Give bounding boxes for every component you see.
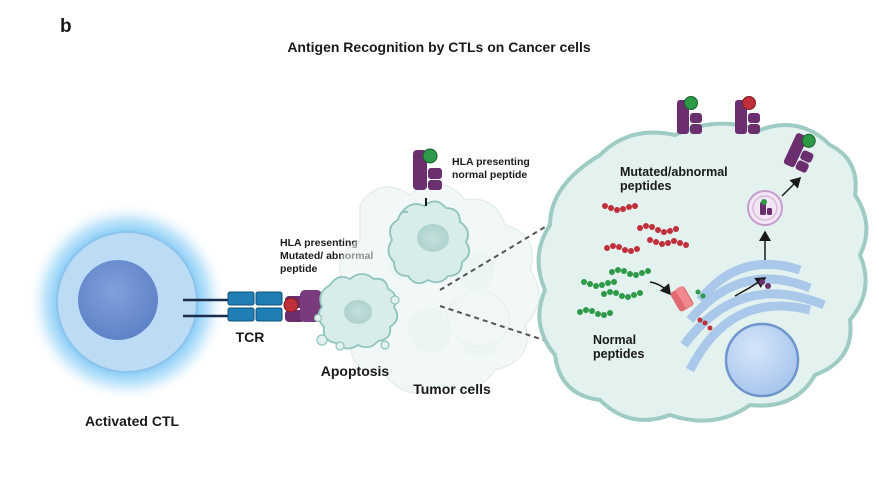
label-normal-peptides-1: Normal <box>593 333 636 347</box>
normal-peptides-group <box>577 267 651 318</box>
peptide-chain <box>609 267 651 278</box>
peptide-chain <box>647 237 689 248</box>
tcr-complex <box>183 291 283 322</box>
label-hla-normal-1: HLA presenting <box>452 156 530 168</box>
tcr-domain <box>255 307 283 322</box>
label-apoptosis: Apoptosis <box>321 363 390 379</box>
peptide-chain <box>637 223 679 235</box>
endoplasmic-reticulum <box>680 259 826 373</box>
arrow-to-proteasome <box>649 281 671 296</box>
label-tcr: TCR <box>236 329 265 345</box>
hla-domain <box>428 168 442 179</box>
ctl-nucleus <box>78 260 158 340</box>
hla-abnormal-complex <box>283 290 338 322</box>
activated-ctl-cell <box>27 202 227 402</box>
peptide-chain <box>602 203 638 213</box>
surface-hla-abnormal <box>735 96 760 134</box>
cancer-cell-nucleus <box>724 322 800 398</box>
tumor-nucleus <box>417 224 449 252</box>
peptide-chain <box>581 279 617 289</box>
panel-label: b <box>60 16 72 37</box>
peptide-chain <box>577 307 613 318</box>
hla-domain <box>428 180 442 190</box>
label-mutated-peptides-1: Mutated/abnormal <box>620 165 728 179</box>
label-hla-abnormal-1: HLA presenting <box>280 237 358 249</box>
apoptotic-cell <box>313 273 400 351</box>
label-hla-abnormal-3: peptide <box>280 263 317 275</box>
surface-hla-normal <box>783 133 816 173</box>
label-tumor-cells: Tumor cells <box>413 381 491 397</box>
arrow-to-surface <box>781 176 802 197</box>
proteasome <box>670 286 694 312</box>
figure-title: Antigen Recognition by CTLs on Cancer ce… <box>287 39 591 55</box>
label-mutated-peptides-2: peptides <box>620 179 671 193</box>
transport-vesicle <box>747 190 783 226</box>
mutated-peptides-group <box>602 203 689 254</box>
peptide-chain <box>601 289 643 300</box>
surface-hla-normal <box>677 96 702 134</box>
hla-domain <box>300 290 322 322</box>
tumor-cell-normal <box>387 148 471 285</box>
normal-peptide <box>422 148 438 164</box>
tcr-domain <box>255 291 283 306</box>
label-hla-normal-2: normal peptide <box>452 169 527 181</box>
hla-domain <box>413 150 427 190</box>
tcr-domain <box>227 307 255 322</box>
label-activated-ctl: Activated CTL <box>85 413 180 429</box>
abnormal-peptide <box>283 297 299 313</box>
peptide-fragments <box>695 279 771 331</box>
peptide-chain <box>604 243 640 254</box>
label-normal-peptides-2: peptides <box>593 347 644 361</box>
tcr-domain <box>227 291 255 306</box>
